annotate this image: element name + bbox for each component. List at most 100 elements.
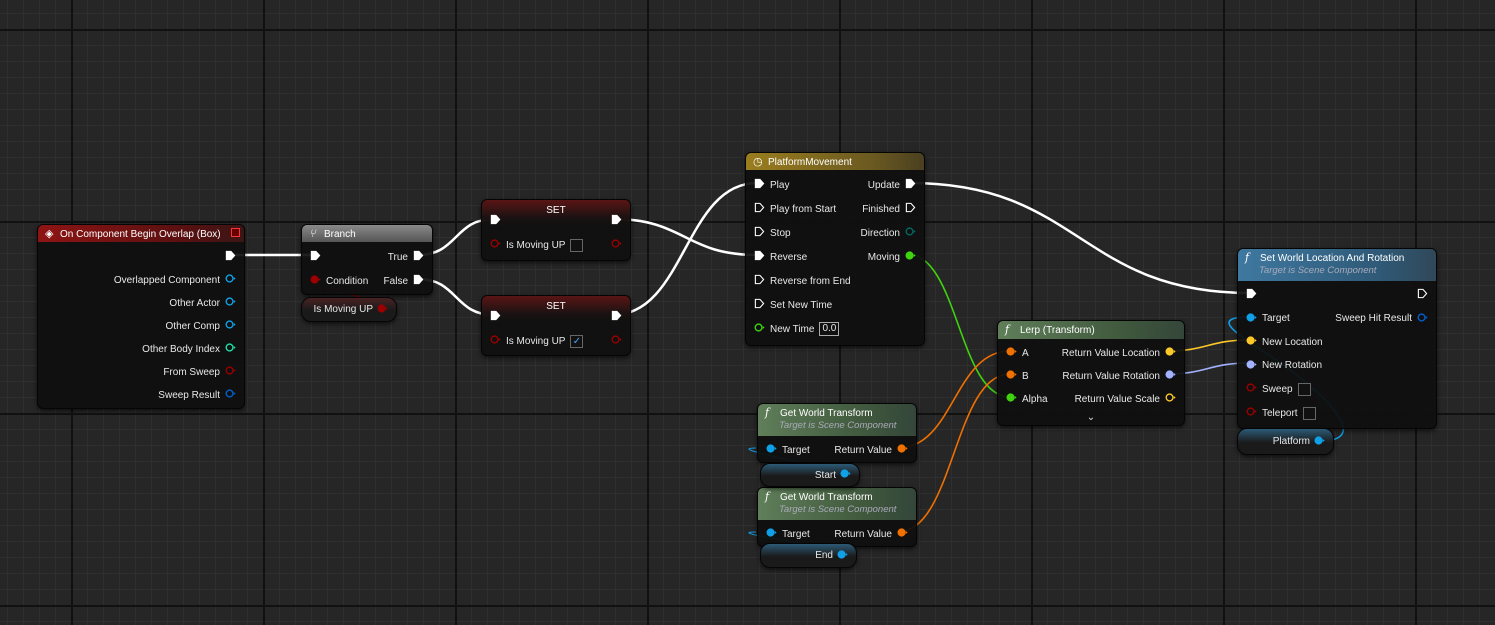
exec-pin-icon[interactable] xyxy=(754,298,765,312)
lerp-pin-b[interactable]: B xyxy=(1006,369,1029,383)
timeline-pin-direction[interactable]: Direction xyxy=(861,226,916,240)
timeline-pin-moving[interactable]: Moving xyxy=(868,250,916,264)
exec-pin-icon[interactable] xyxy=(611,310,622,324)
timeline-pin-update[interactable]: Update xyxy=(868,178,916,192)
set1-pin-is-moving-up[interactable]: Is Moving UP xyxy=(490,238,584,252)
set2-pin-is-moving-up[interactable]: Is Moving UP✓ xyxy=(490,334,584,348)
data-pin-icon[interactable] xyxy=(225,388,236,402)
data-pin-icon[interactable] xyxy=(1246,382,1257,396)
value-input[interactable]: 0.0 xyxy=(819,322,840,336)
exec-pin-icon[interactable] xyxy=(310,250,321,264)
data-pin-icon[interactable] xyxy=(1165,346,1176,360)
exec-pin-icon[interactable] xyxy=(905,178,916,192)
exec-pin-icon[interactable] xyxy=(413,274,424,288)
data-pin-icon[interactable] xyxy=(611,238,622,252)
data-pin-icon[interactable] xyxy=(754,322,765,336)
data-pin-icon[interactable] xyxy=(1246,359,1257,373)
exec-pin-icon[interactable] xyxy=(754,250,765,264)
set1-pin-exec[interactable] xyxy=(490,214,501,228)
setworld-pin-new-rotation[interactable]: New Rotation xyxy=(1246,359,1322,373)
data-pin-icon[interactable] xyxy=(766,443,777,457)
checkbox[interactable] xyxy=(1297,382,1311,396)
exec-pin-icon[interactable] xyxy=(490,310,501,324)
event-pin-other-actor[interactable]: Other Actor xyxy=(169,296,236,310)
gwt1-pin-target[interactable]: Target xyxy=(766,443,810,457)
setworld-pin-sweep[interactable]: Sweep xyxy=(1246,382,1311,396)
timeline-pin-play-from-start[interactable]: Play from Start xyxy=(754,202,836,216)
exec-pin-icon[interactable] xyxy=(754,226,765,240)
set2-pin-exec[interactable] xyxy=(490,310,501,324)
checkbox[interactable] xyxy=(570,238,584,252)
exec-pin-icon[interactable] xyxy=(1417,288,1428,302)
setworld-pin-exec[interactable] xyxy=(1246,288,1257,302)
wire[interactable] xyxy=(612,181,758,317)
data-pin-icon[interactable] xyxy=(905,226,916,240)
checkbox[interactable]: ✓ xyxy=(570,334,584,348)
exec-pin-icon[interactable] xyxy=(1246,288,1257,302)
data-pin-icon[interactable] xyxy=(611,334,622,348)
data-pin-icon[interactable] xyxy=(225,365,236,379)
data-pin-icon[interactable] xyxy=(837,549,848,563)
data-pin-icon[interactable] xyxy=(1417,312,1428,326)
wire[interactable] xyxy=(612,217,758,257)
lerp-pin-alpha[interactable]: Alpha xyxy=(1006,392,1048,406)
lerp-pin-return-value-scale[interactable]: Return Value Scale xyxy=(1075,392,1176,406)
exec-pin-icon[interactable] xyxy=(754,178,765,192)
branch-pin-false[interactable]: False xyxy=(384,274,424,288)
setworld-pin-new-location[interactable]: New Location xyxy=(1246,335,1323,349)
exec-pin-icon[interactable] xyxy=(754,274,765,288)
getter-end[interactable]: End xyxy=(760,543,857,568)
getter-start[interactable]: Start xyxy=(760,463,860,487)
event-pin-other-body-index[interactable]: Other Body Index xyxy=(142,342,236,356)
data-pin-icon[interactable] xyxy=(225,319,236,333)
data-pin-icon[interactable] xyxy=(490,238,501,252)
node-header[interactable]: ◷PlatformMovement xyxy=(746,153,924,170)
data-pin-icon[interactable] xyxy=(377,303,388,317)
data-pin-icon[interactable] xyxy=(1006,392,1017,406)
node-header[interactable]: ⑂Branch xyxy=(302,225,432,242)
data-pin-icon[interactable] xyxy=(840,468,851,482)
exec-pin-icon[interactable] xyxy=(905,202,916,216)
gwt2-pin-target[interactable]: Target xyxy=(766,527,810,541)
data-pin-icon[interactable] xyxy=(905,250,916,264)
timeline-pin-reverse-from-end[interactable]: Reverse from End xyxy=(754,274,851,288)
set1-pin-exec[interactable] xyxy=(611,238,622,252)
lerp-pin-return-value-location[interactable]: Return Value Location xyxy=(1062,346,1176,360)
data-pin-icon[interactable] xyxy=(1165,369,1176,383)
gwt2-pin-return-value[interactable]: Return Value xyxy=(834,527,908,541)
data-pin-icon[interactable] xyxy=(225,296,236,310)
data-pin-icon[interactable] xyxy=(1246,312,1257,326)
setworld-pin-target[interactable]: Target xyxy=(1246,312,1290,326)
set2-pin-exec[interactable] xyxy=(611,310,622,324)
set2-pin-exec[interactable] xyxy=(611,334,622,348)
node-header[interactable]: ◈On Component Begin Overlap (Box) xyxy=(38,225,244,242)
set1-pin-exec[interactable] xyxy=(611,214,622,228)
getter-is-moving-up[interactable]: Is Moving UP xyxy=(301,297,397,322)
data-pin-icon[interactable] xyxy=(225,342,236,356)
setworld-pin-teleport[interactable]: Teleport xyxy=(1246,406,1316,420)
event-pin-other-comp[interactable]: Other Comp xyxy=(166,319,236,333)
event-pin-sweep-result[interactable]: Sweep Result xyxy=(158,388,236,402)
timeline-pin-finished[interactable]: Finished xyxy=(862,202,916,216)
event-pin-overlapped-component[interactable]: Overlapped Component xyxy=(114,273,236,287)
branch-pin-true[interactable]: True xyxy=(388,250,424,264)
node-event[interactable]: ◈On Component Begin Overlap (Box) Overlap… xyxy=(37,224,245,409)
data-pin-icon[interactable] xyxy=(1246,406,1257,420)
setworld-pin-sweep-hit-result[interactable]: Sweep Hit Result xyxy=(1335,312,1428,326)
branch-pin-condition[interactable]: Condition xyxy=(310,274,368,288)
timeline-pin-reverse[interactable]: Reverse xyxy=(754,250,807,264)
exec-pin-icon[interactable] xyxy=(225,250,236,264)
data-pin-icon[interactable] xyxy=(225,273,236,287)
event-pin-from-sweep[interactable]: From Sweep xyxy=(163,365,236,379)
